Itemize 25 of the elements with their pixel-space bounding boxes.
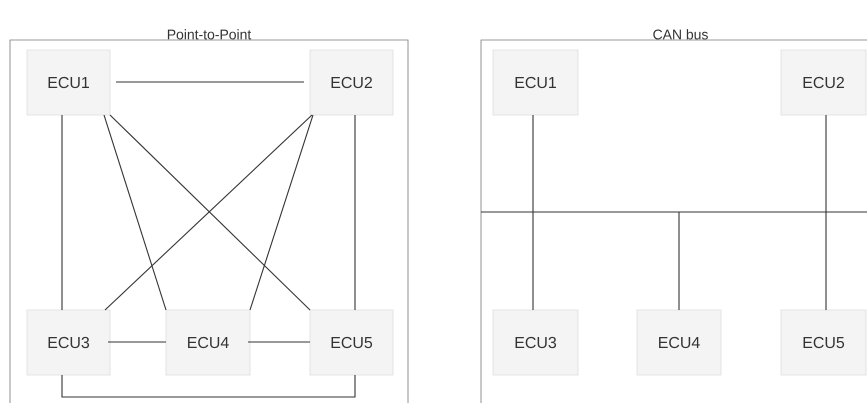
ecu-box: ECU4 (166, 310, 250, 376)
ecu-box: ECU3 (492, 310, 578, 376)
ecu-box: ECU5 (310, 310, 394, 376)
ecu-box: ECU2 (780, 50, 866, 116)
connector-line (249, 114, 314, 310)
connector-line (825, 115, 827, 212)
connector-line (116, 81, 304, 83)
ecu-box: ECU2 (310, 50, 394, 116)
ecu-box: ECU1 (492, 50, 578, 116)
ecu-box: ECU3 (26, 310, 110, 376)
connector-line (532, 212, 534, 310)
ecu-box: ECU4 (636, 310, 722, 376)
connector-line (108, 341, 166, 343)
node-label: CAN bus (653, 29, 708, 40)
connector-line (248, 341, 310, 343)
connector-line (61, 115, 63, 310)
connector-line (678, 212, 680, 310)
ecu-box: ECU1 (26, 50, 110, 116)
ecu-box: ECU5 (780, 310, 866, 376)
connector-line (354, 115, 356, 310)
connector-line (61, 375, 356, 398)
node-label: Point-to-Point (168, 29, 252, 40)
connector-line (103, 114, 167, 310)
connector-line (532, 115, 534, 212)
connector-line (825, 212, 827, 310)
